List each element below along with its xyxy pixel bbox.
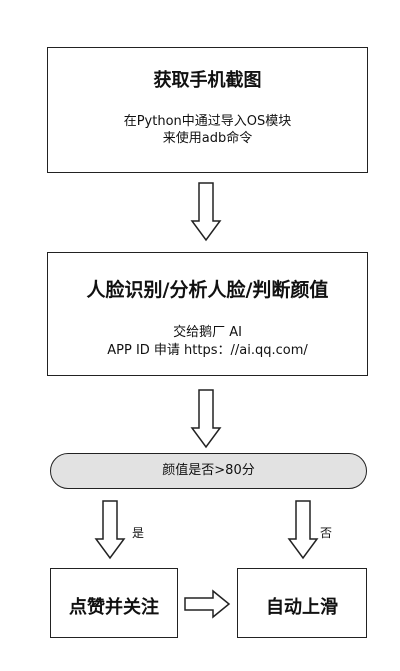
node-description-line: 在Python中通过导入OS模块	[123, 114, 292, 129]
node-description-line: 交给鹅厂 AI	[173, 325, 242, 340]
node-title: 人脸识别/分析人脸/判断颜值	[86, 279, 329, 301]
edge-label-yes: 是	[132, 526, 145, 540]
node-description: 在Python中通过导入OS模块 来使用adb命令	[48, 113, 367, 147]
node-swipe-up: 自动上滑	[237, 568, 367, 638]
node-like-follow: 点赞并关注	[50, 568, 178, 638]
node-description-line: 来使用adb命令	[162, 131, 253, 146]
flow-arrow-right	[184, 589, 231, 619]
flow-arrow-no	[287, 500, 319, 560]
node-title: 点赞并关注	[69, 597, 159, 618]
node-title: 获取手机截图	[153, 70, 262, 91]
node-face-analysis: 人脸识别/分析人脸/判断颜值 交给鹅厂 AI APP ID 申请 https：/…	[47, 252, 368, 376]
node-description: 交给鹅厂 AI APP ID 申请 https：//ai.qq.com/	[48, 324, 367, 360]
flow-arrow-yes	[94, 500, 126, 560]
decision-node: 颜值是否>80分	[50, 453, 367, 489]
flow-arrow-down-1	[190, 182, 222, 242]
node-get-screenshot: 获取手机截图 在Python中通过导入OS模块 来使用adb命令	[47, 47, 368, 173]
flow-arrow-down-2	[190, 389, 222, 449]
edge-label-no: 否	[320, 526, 333, 540]
node-description-line: APP ID 申请 https：//ai.qq.com/	[107, 343, 308, 358]
node-title: 自动上滑	[266, 597, 338, 618]
